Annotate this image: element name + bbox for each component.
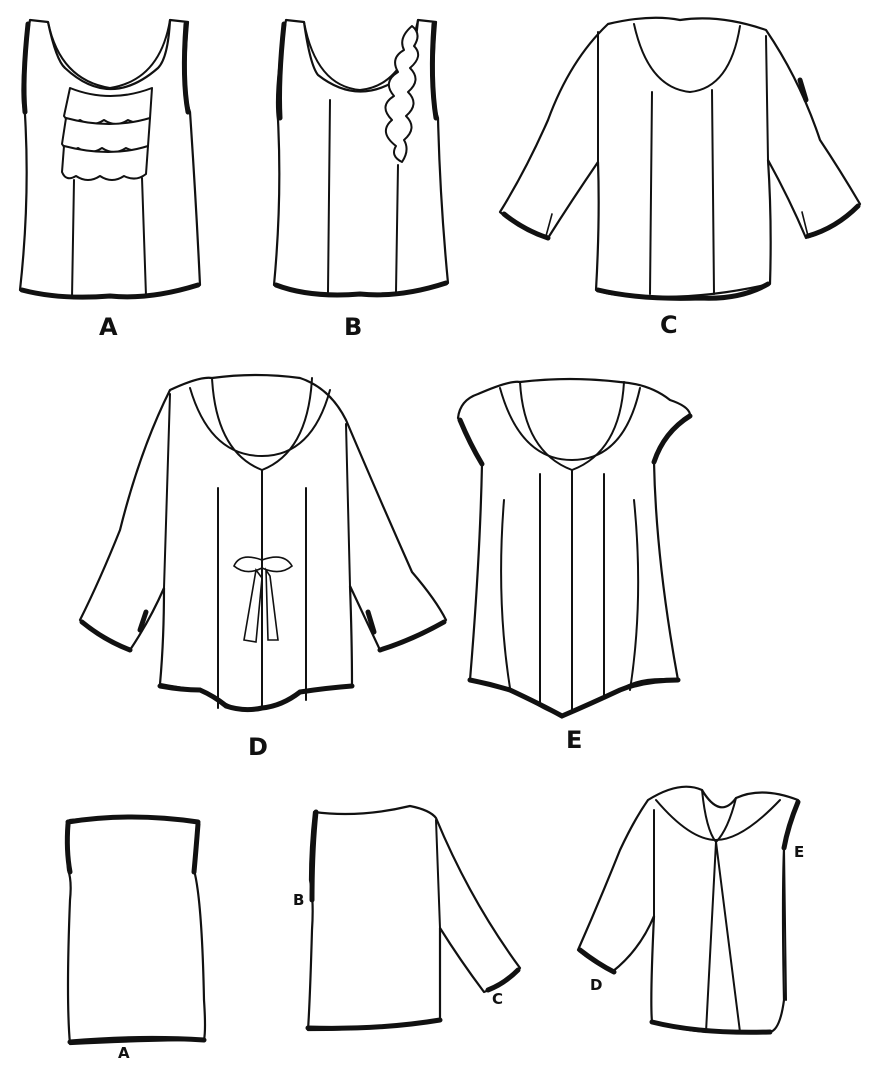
drawing-back-bc	[305, 804, 522, 1032]
drawing-back-de	[576, 785, 801, 1035]
drawing-view-e	[456, 377, 693, 719]
drawing-view-d	[78, 373, 448, 713]
label-back-e: E	[794, 843, 805, 861]
label-view-b: B	[344, 313, 363, 341]
label-back-d: D	[590, 976, 603, 994]
label-back-a: A	[118, 1044, 130, 1062]
label-view-e: E	[566, 726, 583, 754]
drawing-view-a	[18, 18, 202, 300]
label-view-d: D	[248, 733, 268, 761]
drawing-view-c	[498, 16, 862, 301]
label-back-c: C	[492, 990, 504, 1008]
label-view-c: C	[660, 311, 678, 339]
drawing-view-b	[272, 18, 450, 298]
drawing-back-a	[64, 814, 207, 1046]
label-view-a: A	[99, 313, 118, 341]
label-back-b: B	[293, 891, 305, 909]
